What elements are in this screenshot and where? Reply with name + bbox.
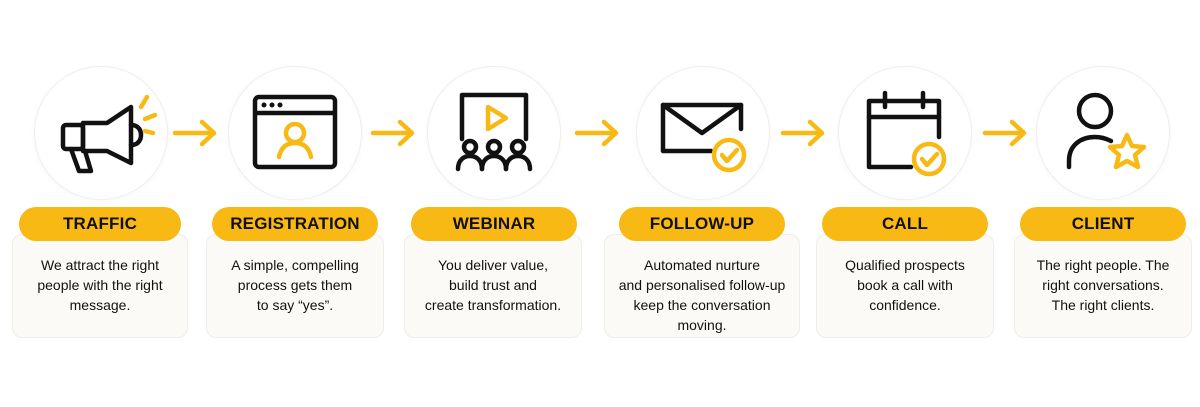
browser-user-icon — [252, 94, 338, 170]
icon-circle — [34, 66, 168, 200]
step-description: We attract the right people with the rig… — [37, 257, 163, 313]
step-description: Automated nurture and personalised follo… — [618, 257, 786, 333]
envelope-check-icon — [660, 102, 747, 173]
step-label: REGISTRATION — [212, 207, 378, 241]
calendar-check-icon — [866, 90, 947, 177]
step-description: The right people. The right conversation… — [1036, 257, 1170, 313]
step-description: A simple, compelling process gets them t… — [231, 257, 359, 313]
arrow-right-icon — [982, 119, 1027, 147]
icon-circle — [1036, 66, 1170, 200]
step-label: CALL — [822, 207, 988, 241]
step-description: You deliver value, build trust and creat… — [424, 257, 562, 313]
megaphone-icon — [60, 94, 158, 174]
icon-circle — [228, 66, 362, 200]
arrow-right-icon — [574, 119, 619, 147]
step-label: WEBINAR — [411, 207, 577, 241]
icon-circle — [427, 66, 561, 200]
step-description: Qualified prospects book a call with con… — [845, 257, 965, 313]
step-label: TRAFFIC — [19, 207, 181, 241]
step-label: CLIENT — [1020, 207, 1186, 241]
arrow-right-icon — [172, 119, 217, 147]
step-card: A simple, compelling process gets them t… — [206, 234, 384, 338]
step-card: You deliver value, build trust and creat… — [404, 234, 582, 338]
arrow-right-icon — [370, 119, 415, 147]
user-star-icon — [1066, 92, 1147, 170]
step-card: The right people. The right conversation… — [1014, 234, 1192, 338]
arrow-right-icon — [780, 119, 825, 147]
step-card: Qualified prospects book a call with con… — [816, 234, 994, 338]
step-card: We attract the right people with the rig… — [12, 234, 188, 338]
presentation-audience-icon — [455, 92, 533, 172]
icon-circle — [838, 66, 972, 200]
step-label: FOLLOW-UP — [619, 207, 785, 241]
step-card: Automated nurture and personalised follo… — [604, 234, 800, 338]
icon-circle — [636, 66, 770, 200]
